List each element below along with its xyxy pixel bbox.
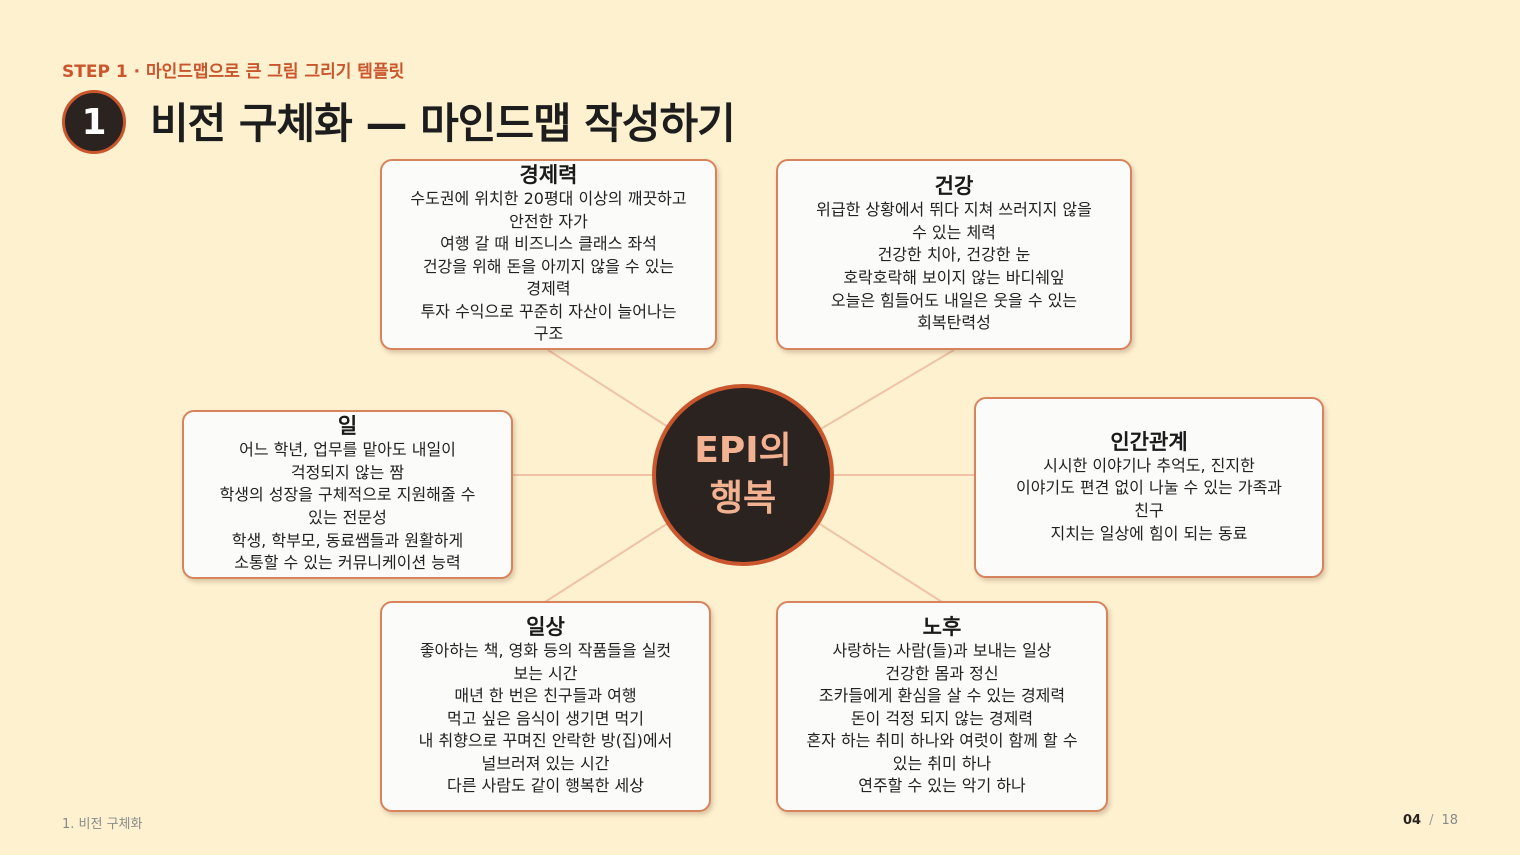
node-relations-title: 인간관계 bbox=[1110, 429, 1188, 454]
node-retirement-line: 혼자 하는 취미 하나와 여럿이 함께 할 수 bbox=[806, 731, 1078, 751]
step-label: STEP 1 · 마인드맵으로 큰 그림 그리기 템플릿 bbox=[62, 62, 405, 82]
node-retirement-line: 연주할 수 있는 악기 하나 bbox=[858, 776, 1026, 796]
node-retirement-title: 노후 bbox=[922, 614, 962, 639]
node-health: 건강 위급한 상황에서 뛰다 지쳐 쓰러지지 않을 수 있는 체력 건강한 치아… bbox=[776, 159, 1132, 350]
page-separator: / bbox=[1429, 813, 1434, 828]
node-daily: 일상 좋아하는 책, 영화 등의 작품들을 실컷 보는 시간 매년 한 번은 친… bbox=[380, 601, 711, 812]
node-relations-line: 이야기도 편견 없이 나눌 수 있는 가족과 bbox=[1015, 478, 1283, 498]
node-health-line: 수 있는 체력 bbox=[912, 222, 996, 242]
footer-section-label: 1. 비전 구체화 bbox=[62, 817, 143, 832]
node-relations-line: 지치는 일상에 힘이 되는 동료 bbox=[1050, 523, 1248, 543]
node-retirement: 노후 사랑하는 사람(들)과 보내는 일상 건강한 몸과 정신 조카들에게 환심… bbox=[776, 601, 1108, 812]
node-work-line: 있는 전문성 bbox=[308, 508, 387, 527]
node-work-line: 소통할 수 있는 커뮤니케이션 능력 bbox=[234, 553, 461, 573]
node-daily-line: 좋아하는 책, 영화 등의 작품들을 실컷 bbox=[419, 640, 672, 660]
node-daily-line: 먹고 싶은 음식이 생기면 먹기 bbox=[447, 708, 644, 728]
node-economy-line: 여행 갈 때 비즈니스 클래스 좌석 bbox=[440, 234, 657, 254]
node-health-title: 건강 bbox=[934, 174, 974, 199]
node-health-line: 건강한 치아, 건강한 눈 bbox=[877, 245, 1031, 265]
node-relations-line: 시시한 이야기나 추억도, 진지한 bbox=[1043, 455, 1255, 475]
total-pages-number: 18 bbox=[1441, 813, 1458, 828]
node-work-line: 학생의 성장을 구체적으로 지원해줄 수 bbox=[219, 485, 476, 505]
center-node-epi-happiness: EPI의 행복 bbox=[652, 384, 834, 566]
section-number-badge: 1 bbox=[62, 90, 126, 154]
node-retirement-line: 건강한 몸과 정신 bbox=[885, 663, 999, 683]
node-work-line: 학생, 학부모, 동료쌤들과 원활하게 bbox=[231, 530, 464, 550]
node-economy-line: 건강을 위해 돈을 아끼지 않을 수 있는 bbox=[422, 256, 675, 276]
node-economy-line: 수도권에 위치한 20평대 이상의 깨끗하고 bbox=[410, 188, 687, 208]
node-work-line: 어느 학년, 업무를 맡아도 내일이 bbox=[239, 440, 456, 460]
current-page-number: 04 bbox=[1402, 813, 1422, 828]
node-retirement-line: 돈이 걱정 되지 않는 경제력 bbox=[850, 708, 1034, 728]
node-economy-line: 안전한 자가 bbox=[509, 211, 588, 231]
node-economy-line: 경제력 bbox=[526, 279, 571, 299]
node-retirement-line: 조카들에게 환심을 살 수 있는 경제력 bbox=[818, 686, 1066, 706]
node-economy-line: 투자 수익으로 꾸준히 자산이 늘어나는 bbox=[420, 301, 677, 321]
node-work-line: 걱정되지 않는 짬 bbox=[290, 462, 405, 482]
node-retirement-line: 있는 취미 하나 bbox=[892, 753, 992, 773]
node-economy-title: 경제력 bbox=[519, 162, 578, 187]
node-relations: 인간관계 시시한 이야기나 추억도, 진지한 이야기도 편견 없이 나눌 수 있… bbox=[974, 397, 1324, 578]
node-health-line: 회복탄력성 bbox=[917, 313, 991, 333]
node-daily-line: 매년 한 번은 친구들과 여행 bbox=[454, 686, 637, 706]
node-health-line: 호락호락해 보이지 않는 바디쉐잎 bbox=[843, 268, 1065, 287]
node-daily-line: 보는 시간 bbox=[513, 663, 578, 683]
node-relations-line: 친구 bbox=[1134, 501, 1164, 520]
page-title: 비전 구체화 — 마인드맵 작성하기 bbox=[150, 99, 736, 148]
node-work-title: 일 bbox=[337, 414, 358, 439]
node-daily-line: 내 취향으로 꾸며진 안락한 방(집)에서 bbox=[418, 731, 673, 751]
node-work: 일 어느 학년, 업무를 맡아도 내일이 걱정되지 않는 짬 학생의 성장을 구… bbox=[182, 410, 513, 579]
node-health-line: 오늘은 힘들어도 내일은 웃을 수 있는 bbox=[830, 290, 1078, 310]
node-economy-line: 구조 bbox=[533, 324, 564, 344]
node-retirement-line: 사랑하는 사람(들)과 보내는 일상 bbox=[832, 640, 1052, 660]
node-daily-line: 다른 사람도 같이 행복한 세상 bbox=[447, 776, 644, 796]
node-daily-title: 일상 bbox=[526, 614, 565, 639]
node-economy: 경제력 수도권에 위치한 20평대 이상의 깨끗하고 안전한 자가 여행 갈 때… bbox=[380, 159, 717, 350]
node-daily-line: 널브러져 있는 시간 bbox=[481, 753, 610, 773]
node-health-line: 위급한 상황에서 뛰다 지쳐 쓰러지지 않을 bbox=[816, 200, 1092, 220]
page-indicator: 04 / 18 bbox=[1403, 813, 1458, 828]
